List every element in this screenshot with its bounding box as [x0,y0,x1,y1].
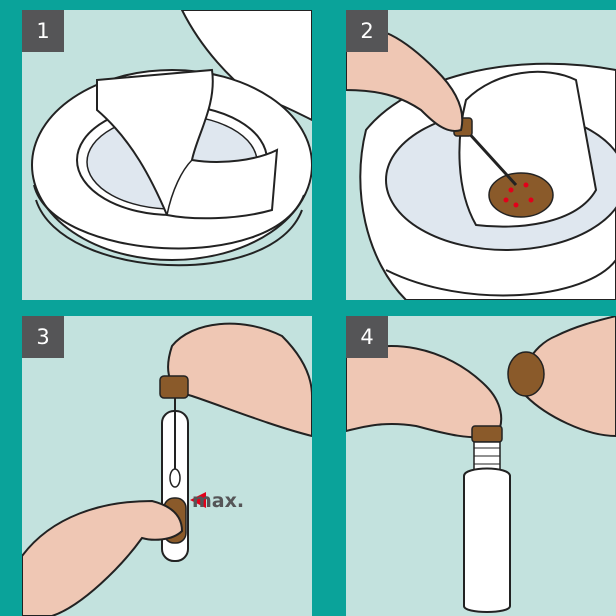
step-4-number-badge: 4 [346,316,388,358]
close-tube-illustration [346,316,616,616]
step-1-panel: 1 [22,10,312,300]
step-3-number-badge: 3 [22,316,64,358]
max-fill-label: max. [192,490,244,512]
step-2-number-badge: 2 [346,10,388,52]
sample-collection-illustration [346,10,616,300]
step-2-panel: 2 [346,10,616,300]
step-3-panel: 3 max. [22,316,312,616]
toilet-with-paper-illustration [22,10,312,300]
insert-stick-into-tube-illustration [22,316,312,616]
step-4-panel: 4 [346,316,616,616]
step-1-number-badge: 1 [22,10,64,52]
